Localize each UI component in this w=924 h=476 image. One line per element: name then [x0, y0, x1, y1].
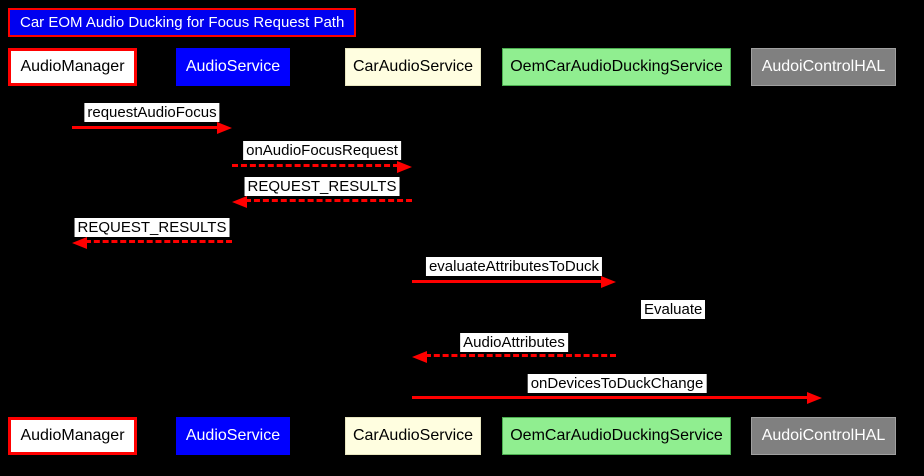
arrowhead-left-icon — [232, 196, 247, 208]
message-arrow-audioattributes — [425, 354, 616, 357]
message-arrow-request-results-2 — [85, 240, 232, 243]
participant-bottom-oemcaraudioduckingservice: OemCarAudioDuckingService — [502, 417, 731, 455]
participant-bottom-audioservice: AudioService — [176, 417, 290, 455]
arrowhead-right-icon — [217, 122, 232, 134]
participant-bottom-audiomanager: AudioManager — [8, 417, 137, 455]
arrowhead-left-icon — [72, 237, 87, 249]
arrowhead-right-icon — [807, 392, 822, 404]
message-label-onaudiofocusrequest: onAudioFocusRequest — [243, 141, 401, 160]
participant-top-audioservice: AudioService — [176, 48, 290, 86]
message-arrow-evaluateattributestoduck — [412, 280, 601, 283]
message-arrow-ondevicestoduckchange — [412, 396, 807, 399]
message-label-audioattributes: AudioAttributes — [460, 333, 568, 352]
arrowhead-right-icon — [397, 161, 412, 173]
message-label-requestaudiofocus: requestAudioFocus — [84, 103, 220, 122]
message-arrow-requestaudiofocus — [72, 126, 219, 129]
participant-top-audoicontrolhal: AudoiControlHAL — [751, 48, 896, 86]
participant-top-oemcaraudioduckingservice: OemCarAudioDuckingService — [502, 48, 731, 86]
participant-bottom-audoicontrolhal: AudoiControlHAL — [751, 417, 896, 455]
arrowhead-left-icon — [412, 351, 427, 363]
message-label-evaluateattributestoduck: evaluateAttributesToDuck — [425, 257, 603, 276]
participant-bottom-caraudioservice: CarAudioService — [345, 417, 481, 455]
message-label-request-results-2: REQUEST_RESULTS — [74, 218, 230, 237]
diagram-title: Car EOM Audio Ducking for Focus Request … — [8, 8, 357, 37]
participant-top-audiomanager: AudioManager — [8, 48, 137, 86]
message-label-evaluate-self: Evaluate — [641, 300, 706, 319]
message-label-request-results-1: REQUEST_RESULTS — [244, 177, 400, 196]
message-arrow-request-results-1 — [245, 199, 412, 202]
message-arrow-onaudiofocusrequest — [232, 164, 399, 167]
message-label-ondevicestoduckchange: onDevicesToDuckChange — [527, 374, 707, 393]
participant-top-caraudioservice: CarAudioService — [345, 48, 481, 86]
arrowhead-right-icon — [601, 276, 616, 288]
